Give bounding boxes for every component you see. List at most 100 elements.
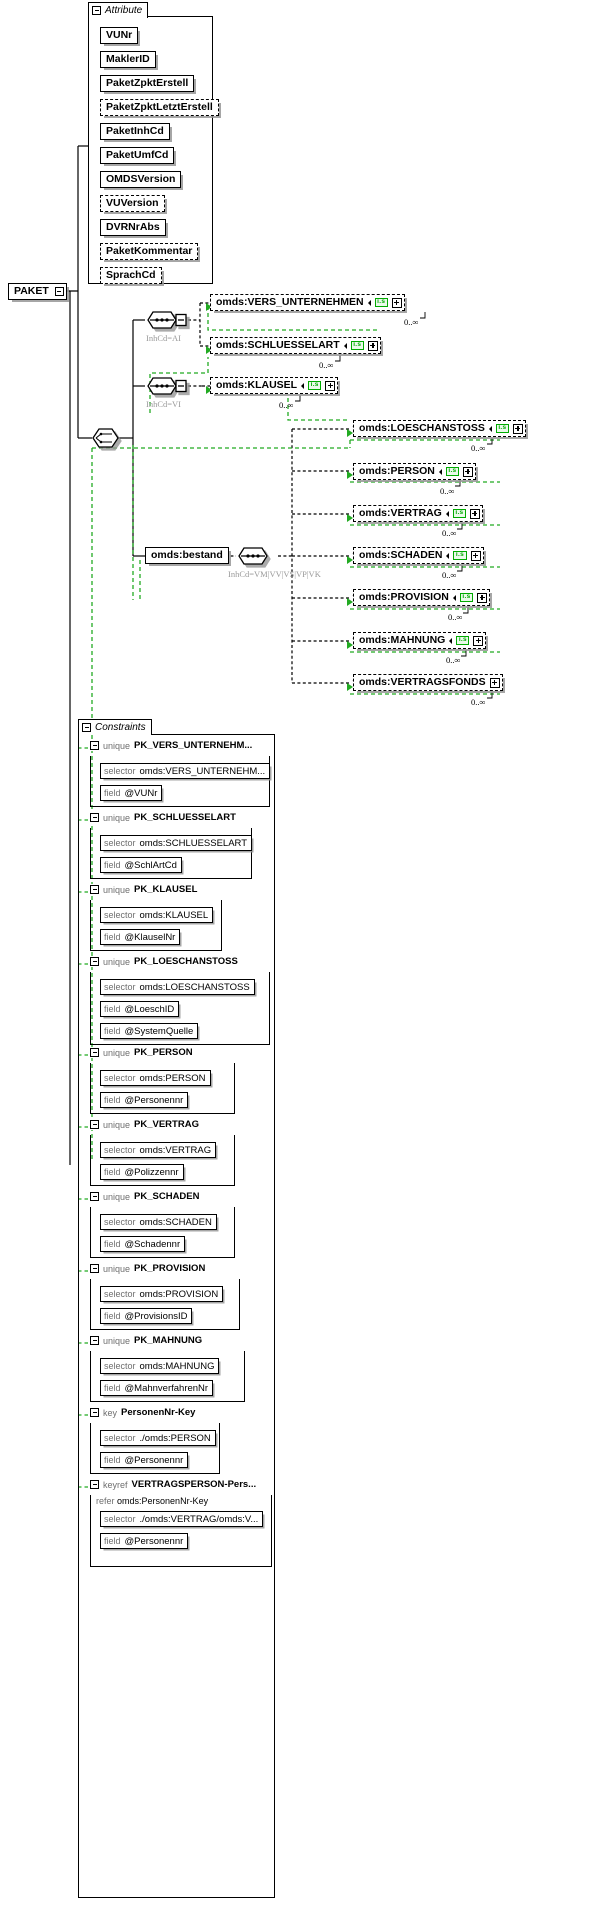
constraint-selector-7[interactable]: selector omds:PROVISION (100, 1286, 224, 1302)
minus-icon[interactable] (90, 1336, 99, 1345)
plus-icon[interactable] (489, 677, 500, 688)
minus-icon[interactable] (90, 1480, 99, 1489)
constraint-header-0[interactable]: unique PK_VERS_UNTERNEHM... (90, 740, 256, 751)
minus-icon[interactable] (90, 1192, 99, 1201)
attribute-vuversion[interactable]: VUVersion (100, 195, 165, 212)
constraint-header-10[interactable]: keyref VERTRAGSPERSON-Pers... (90, 1479, 260, 1490)
constraint-field-7-0[interactable]: field @ProvisionsID (100, 1308, 193, 1324)
minus-icon[interactable] (90, 1408, 99, 1417)
constraint-field-2-0[interactable]: field @KlauselNr (100, 929, 181, 945)
type-ref-arrow-icon (367, 299, 371, 306)
minus-icon[interactable] (54, 287, 64, 296)
constraint-header-2[interactable]: unique PK_KLAUSEL (90, 884, 201, 895)
sequence-compositor-vi[interactable] (145, 376, 187, 396)
constraint-header-7[interactable]: unique PK_PROVISION (90, 1263, 209, 1274)
type-ref-arrow-icon (301, 382, 305, 389)
constraint-kind: unique (103, 956, 131, 967)
attribute-sprachcd[interactable]: SprachCd (100, 267, 162, 284)
plus-icon[interactable] (325, 380, 336, 391)
constraint-selector-2[interactable]: selector omds:KLAUSEL (100, 907, 214, 923)
minus-icon[interactable] (90, 885, 99, 894)
minus-icon[interactable] (92, 6, 101, 15)
choice-compositor[interactable] (92, 428, 119, 448)
attribute-vunr[interactable]: VUNr (100, 27, 139, 44)
plus-icon[interactable] (512, 423, 523, 434)
constraint-selector-10[interactable]: selector ./omds:VERTRAG/omds:V... (100, 1511, 264, 1527)
root-element-paket[interactable]: PAKET (8, 283, 67, 300)
constraint-selector-8[interactable]: selector omds:MAHNUNG (100, 1358, 220, 1374)
plus-icon[interactable] (473, 635, 484, 646)
row-value: @Schadennr (124, 1238, 181, 1250)
sequence-compositor-bestand[interactable] (236, 546, 278, 566)
attribute-dvrnrabs[interactable]: DVRNrAbs (100, 219, 166, 236)
row-value: ./omds:VERTRAG/omds:V... (139, 1513, 259, 1525)
minus-icon[interactable] (90, 1048, 99, 1057)
constraint-selector-5[interactable]: selector omds:VERTRAG (100, 1142, 217, 1158)
attribute-label: VUVersion (106, 197, 159, 210)
constraint-field-1-0[interactable]: field @SchlArtCd (100, 857, 182, 873)
constraint-header-8[interactable]: unique PK_MAHNUNG (90, 1335, 206, 1346)
attribute-paketinhcd[interactable]: PaketInhCd (100, 123, 170, 140)
constraint-header-1[interactable]: unique PK_SCHLUESSELART (90, 812, 239, 823)
constraint-header-3[interactable]: unique PK_LOESCHANSTOSS (90, 956, 241, 967)
constraint-header-5[interactable]: unique PK_VERTRAG (90, 1119, 202, 1130)
element-vers-unternehmen[interactable]: omds:VERS_UNTERNEHMEN i.s (210, 294, 405, 311)
constraint-field-4-0[interactable]: field @Personennr (100, 1092, 189, 1108)
element-vertragsfonds[interactable]: omds:VERTRAGSFONDS (353, 674, 503, 691)
constraint-selector-6[interactable]: selector omds:SCHADEN (100, 1214, 217, 1230)
minus-icon[interactable] (82, 723, 91, 732)
plus-icon[interactable] (391, 297, 402, 308)
occurrence-mahnung: 0..∞ (446, 655, 461, 665)
constraints-group-tab[interactable]: Constraints (78, 719, 152, 735)
constraint-field-9-0[interactable]: field @Personennr (100, 1452, 189, 1468)
minus-icon[interactable] (90, 1120, 99, 1129)
attribute-paketzpkterstell[interactable]: PaketZpktErstell (100, 75, 195, 92)
attribute-paketzpktletzterstell[interactable]: PaketZpktLetztErstell (100, 99, 219, 116)
attribute-maklerid[interactable]: MaklerID (100, 51, 156, 68)
plus-icon[interactable] (470, 550, 481, 561)
minus-icon[interactable] (90, 957, 99, 966)
plus-icon[interactable] (469, 508, 480, 519)
minus-icon[interactable] (90, 813, 99, 822)
element-bestand[interactable]: omds:bestand (145, 547, 229, 564)
constraint-selector-9[interactable]: selector ./omds:PERSON (100, 1430, 216, 1446)
sequence-hint-vi: InhCd=VI (146, 399, 182, 409)
attribute-group-tab[interactable]: Attribute (88, 2, 149, 18)
minus-icon[interactable] (90, 1264, 99, 1273)
attribute-paketkommentar[interactable]: PaketKommentar (100, 243, 199, 260)
attribute-paketumfcd[interactable]: PaketUmfCd (100, 147, 175, 164)
sequence-compositor-ai[interactable] (145, 310, 187, 330)
row-value: ./omds:PERSON (139, 1432, 211, 1444)
row-keyword: field (104, 1536, 121, 1546)
constraint-field-6-0[interactable]: field @Schadennr (100, 1236, 186, 1252)
constraint-field-3-1[interactable]: field @SystemQuelle (100, 1023, 199, 1039)
constraint-selector-1[interactable]: selector omds:SCHLUESSELART (100, 835, 253, 851)
element-schluesselart[interactable]: omds:SCHLUESSELART i.s (210, 337, 381, 354)
constraint-header-4[interactable]: unique PK_PERSON (90, 1047, 196, 1058)
element-schaden[interactable]: omds:SCHADEN i.s (353, 547, 484, 564)
plus-icon[interactable] (462, 466, 473, 477)
constraint-field-0-0[interactable]: field @VUNr (100, 785, 163, 801)
occurrence-provision: 0..∞ (448, 612, 463, 622)
constraint-selector-0[interactable]: selector omds:VERS_UNTERNEHM... (100, 763, 271, 779)
element-provision[interactable]: omds:PROVISION i.s (353, 589, 490, 606)
element-person[interactable]: omds:PERSON i.s (353, 463, 476, 480)
constraint-kind: unique (103, 884, 131, 895)
constraint-selector-3[interactable]: selector omds:LOESCHANSTOSS (100, 979, 255, 995)
constraint-header-6[interactable]: unique PK_SCHADEN (90, 1191, 203, 1202)
minus-icon[interactable] (90, 741, 99, 750)
element-loeschanstoss[interactable]: omds:LOESCHANSTOSS i.s (353, 420, 526, 437)
element-mahnung[interactable]: omds:MAHNUNG i.s (353, 632, 487, 649)
element-klausel[interactable]: omds:KLAUSEL i.s (210, 377, 339, 394)
constraint-field-3-0[interactable]: field @LoeschID (100, 1001, 180, 1017)
plus-icon[interactable] (367, 340, 378, 351)
constraint-field-10-0[interactable]: field @Personennr (100, 1533, 189, 1549)
constraint-header-9[interactable]: key PersonenNr-Key (90, 1407, 199, 1418)
constraint-selector-4[interactable]: selector omds:PERSON (100, 1070, 211, 1086)
element-vertrag[interactable]: omds:VERTRAG i.s (353, 505, 483, 522)
plus-icon[interactable] (477, 592, 487, 603)
constraint-field-5-0[interactable]: field @Polizzennr (100, 1164, 184, 1180)
constraint-kind: keyref (103, 1479, 128, 1490)
attribute-omdsversion[interactable]: OMDSVersion (100, 171, 182, 188)
constraint-field-8-0[interactable]: field @MahnverfahrenNr (100, 1380, 214, 1396)
